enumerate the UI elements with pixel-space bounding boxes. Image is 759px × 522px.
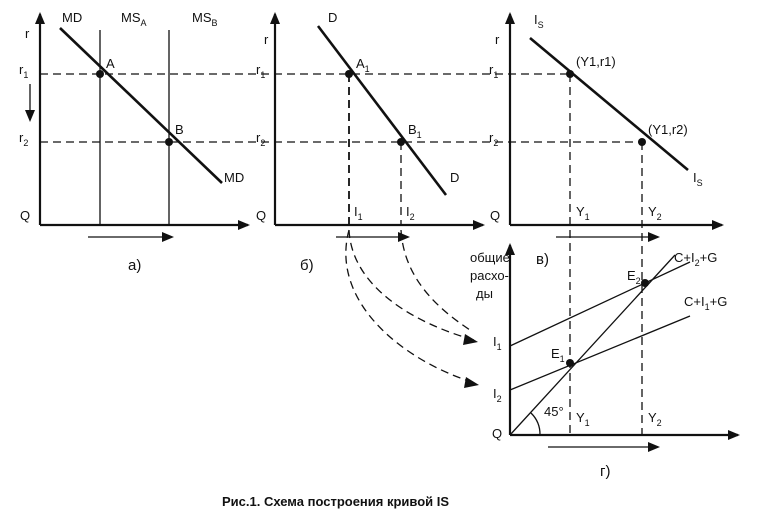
- panel-v: r Q r1 r2 IS IS (Y1,r1) (Y1,r2) Y1 Y2 в): [489, 12, 724, 435]
- panel-a-r1-label: r1: [19, 62, 28, 80]
- panel-g-point-e1-label: E1: [551, 346, 565, 364]
- panel-g-i2-label: I2: [493, 386, 502, 404]
- panel-a-point-a-label: A: [106, 56, 115, 71]
- i1-transfer-arrow: [348, 229, 475, 341]
- panel-b-point-a1: [345, 70, 353, 78]
- panel-v-y2-label: Y2: [648, 204, 662, 222]
- panel-b-y-axis-label: r: [264, 32, 269, 47]
- panel-a-point-b: [165, 138, 173, 146]
- panel-g-point-e2: [641, 279, 649, 287]
- panel-g-45-degree-line: [509, 254, 676, 436]
- figure-caption: Рис.1. Схема построения кривой IS: [222, 494, 449, 509]
- panel-g-y-axis-label-line2: расхо-: [470, 268, 509, 283]
- panel-g-point-e2-label: E2: [627, 268, 641, 286]
- panel-v-point-y1-r2-label: (Y1,r2): [648, 122, 688, 137]
- panel-g-c-i2-g-line: [509, 261, 691, 347]
- panel-b-i2-label: I2: [406, 204, 415, 222]
- panel-a: r Q r1 r2 MD MD MSA MSB A B а): [19, 10, 250, 274]
- panel-g-y1-label: Y1: [576, 410, 590, 428]
- panel-v-is-top-label: IS: [534, 12, 544, 30]
- panel-g-y-axis-label-line1: общие: [470, 250, 510, 265]
- panel-b: r Q r1 r2 D D A1 B1 I1 I2 б): [256, 10, 485, 274]
- panel-b-tag: б): [300, 257, 314, 274]
- panel-b-d-top-label: D: [328, 10, 337, 25]
- panel-g-y-axis-label-line3: ды: [476, 286, 493, 301]
- panel-b-i1-label: I1: [354, 204, 363, 222]
- panel-g-c-i2-g-label: C+I2+G: [674, 250, 717, 268]
- panel-g-point-e1: [566, 359, 574, 367]
- panel-v-y-axis-label: r: [495, 32, 500, 47]
- panel-b-point-a1-label: A1: [356, 56, 370, 74]
- panel-b-r1-label: r1: [256, 62, 265, 80]
- i2-shift-arrow: [400, 229, 471, 331]
- panel-g: общие расхо- ды Q 45° C+I2+G C+I1+G I1 I…: [470, 243, 740, 480]
- panel-a-r2-label: r2: [19, 130, 28, 148]
- i2-transfer-arrowhead: [464, 377, 479, 388]
- panel-v-y1-label: Y1: [576, 204, 590, 222]
- panel-v-origin-label: Q: [490, 208, 500, 223]
- i2-transfer-arrow: [345, 229, 476, 384]
- panel-a-ms-b-label: MSB: [192, 10, 218, 28]
- panel-g-y2-label: Y2: [648, 410, 662, 428]
- panel-g-i1-label: I1: [493, 334, 502, 352]
- panel-b-origin-label: Q: [256, 208, 266, 223]
- panel-a-tag: а): [128, 257, 141, 274]
- panel-a-ms-a-label: MSA: [121, 10, 147, 28]
- panel-b-d-bottom-label: D: [450, 170, 459, 185]
- panel-b-d-curve: [316, 25, 448, 196]
- panel-v-r2-label: r2: [489, 130, 498, 148]
- panel-v-is-curve: [529, 37, 689, 171]
- panel-v-point-y1-r1-label: (Y1,r1): [576, 54, 616, 69]
- panel-a-point-b-label: B: [175, 122, 184, 137]
- panel-a-y-axis-label: r: [25, 26, 30, 41]
- panel-b-point-b1-label: B1: [408, 122, 422, 140]
- panel-a-md-curve: [59, 27, 223, 184]
- panel-a-md-top-label: MD: [62, 10, 82, 25]
- panel-b-point-b1: [397, 138, 405, 146]
- panel-g-angle-arc: [530, 412, 541, 436]
- panel-g-angle-label: 45°: [544, 404, 564, 419]
- i1-transfer-arrowhead: [463, 334, 478, 345]
- panel-g-c-i1-g-label: C+I1+G: [684, 294, 727, 312]
- panel-v-tag: в): [536, 251, 549, 268]
- panel-a-md-bottom-label: MD: [224, 170, 244, 185]
- panel-b-r2-label: r2: [256, 130, 265, 148]
- panel-g-origin-label: Q: [492, 426, 502, 441]
- panel-a-origin-label: Q: [20, 208, 30, 223]
- panel-v-r1-label: r1: [489, 62, 498, 80]
- panel-g-c-i1-g-line: [509, 315, 691, 391]
- panel-g-tag: г): [600, 463, 610, 480]
- panel-v-is-bottom-label: IS: [693, 170, 703, 188]
